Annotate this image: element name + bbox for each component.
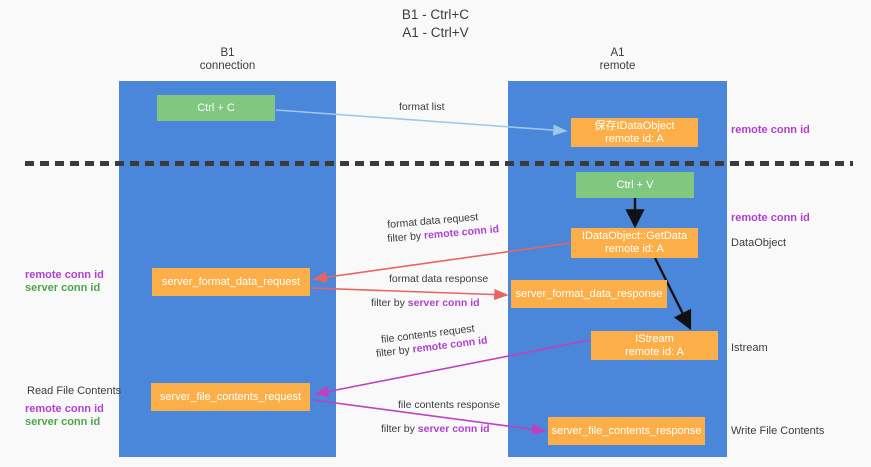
left-annotation-server-conn-id-2: server conn id bbox=[25, 416, 101, 428]
box-save-idataobject[interactable]: 保存IDataObject remote id: A bbox=[571, 118, 698, 147]
edge-label-filter-by-server-conn-id-1: filter by server conn id bbox=[371, 297, 480, 310]
column-header-a1: A1 remote bbox=[508, 47, 727, 73]
box-idataobject-getdata[interactable]: IDataObject::GetData remote id: A bbox=[571, 228, 698, 258]
left-annotation-server-conn-id: server conn id bbox=[25, 282, 101, 294]
box-ctrl-v-label: Ctrl + V bbox=[616, 178, 654, 191]
box-server-file-contents-request-label: server_file_contents_request bbox=[159, 390, 302, 403]
left-annotation-remote-conn-id: remote conn id bbox=[25, 269, 104, 281]
phase-divider bbox=[25, 161, 853, 166]
title-line-1: B1 - Ctrl+C bbox=[401, 7, 470, 22]
box-server-file-contents-response[interactable]: server_file_contents_response bbox=[548, 417, 705, 445]
column-header-a1-subtitle: remote bbox=[599, 60, 636, 72]
box-server-format-data-response-label: server_format_data_response bbox=[515, 287, 663, 300]
title-line-2: A1 - Ctrl+V bbox=[402, 25, 469, 40]
right-annotation-remote-conn-id-mid: remote conn id bbox=[731, 212, 810, 224]
box-save-idataobject-label: 保存IDataObject bbox=[594, 119, 675, 132]
box-server-format-data-request-label: server_format_data_request bbox=[161, 275, 301, 288]
box-idataobject-getdata-sub: remote id: A bbox=[605, 243, 664, 255]
box-server-file-contents-response-label: server_file_contents_response bbox=[551, 424, 702, 437]
box-ctrl-c[interactable]: Ctrl + C bbox=[157, 95, 275, 121]
edge-label-format-list: format list bbox=[399, 101, 445, 113]
filter-by-prefix-1: filter by bbox=[386, 229, 425, 246]
box-server-format-data-request[interactable]: server_format_data_request bbox=[152, 268, 310, 296]
box-istream[interactable]: IStream remote id: A bbox=[591, 331, 718, 360]
right-annotation-istream: Istream bbox=[731, 342, 768, 354]
edge-label-filter-by-server-conn-id-2: filter by server conn id bbox=[381, 423, 490, 436]
box-istream-label: IStream bbox=[635, 332, 674, 345]
box-ctrl-c-label: Ctrl + C bbox=[197, 101, 235, 114]
left-annotation-remote-conn-id-2: remote conn id bbox=[25, 403, 104, 415]
left-annotation-read-file-contents: Read File Contents bbox=[27, 385, 122, 397]
box-server-file-contents-request[interactable]: server_file_contents_request bbox=[151, 383, 310, 411]
edge-label-format-data-response: format data response bbox=[389, 273, 489, 285]
box-ctrl-v[interactable]: Ctrl + V bbox=[576, 172, 694, 198]
column-header-b1-name: B1 bbox=[220, 47, 235, 59]
filter-by-server-conn-id-value-1: server conn id bbox=[407, 297, 480, 309]
box-idataobject-getdata-label: IDataObject::GetData bbox=[581, 230, 688, 242]
box-istream-sub: remote id: A bbox=[625, 345, 684, 358]
column-header-b1-subtitle: connection bbox=[199, 60, 256, 72]
box-server-format-data-response[interactable]: server_format_data_response bbox=[511, 280, 667, 308]
right-annotation-dataobject: DataObject bbox=[731, 237, 787, 249]
right-annotation-write-file-contents: Write File Contents bbox=[731, 425, 825, 437]
filter-by-server-conn-id-value-2: server conn id bbox=[417, 423, 490, 435]
right-annotation-remote-conn-id-top: remote conn id bbox=[731, 124, 810, 136]
arrow-format-data-response bbox=[310, 287, 509, 301]
filter-by-prefix-4: filter by bbox=[381, 423, 418, 435]
column-header-a1-name: A1 bbox=[610, 47, 625, 59]
column-header-b1: B1 connection bbox=[119, 47, 336, 73]
box-save-idataobject-sub: remote id: A bbox=[605, 132, 664, 145]
edge-label-file-contents-response: file contents response bbox=[398, 399, 501, 411]
filter-by-prefix-2: filter by bbox=[371, 297, 408, 309]
page-title: B1 - Ctrl+C A1 - Ctrl+V bbox=[0, 6, 871, 42]
